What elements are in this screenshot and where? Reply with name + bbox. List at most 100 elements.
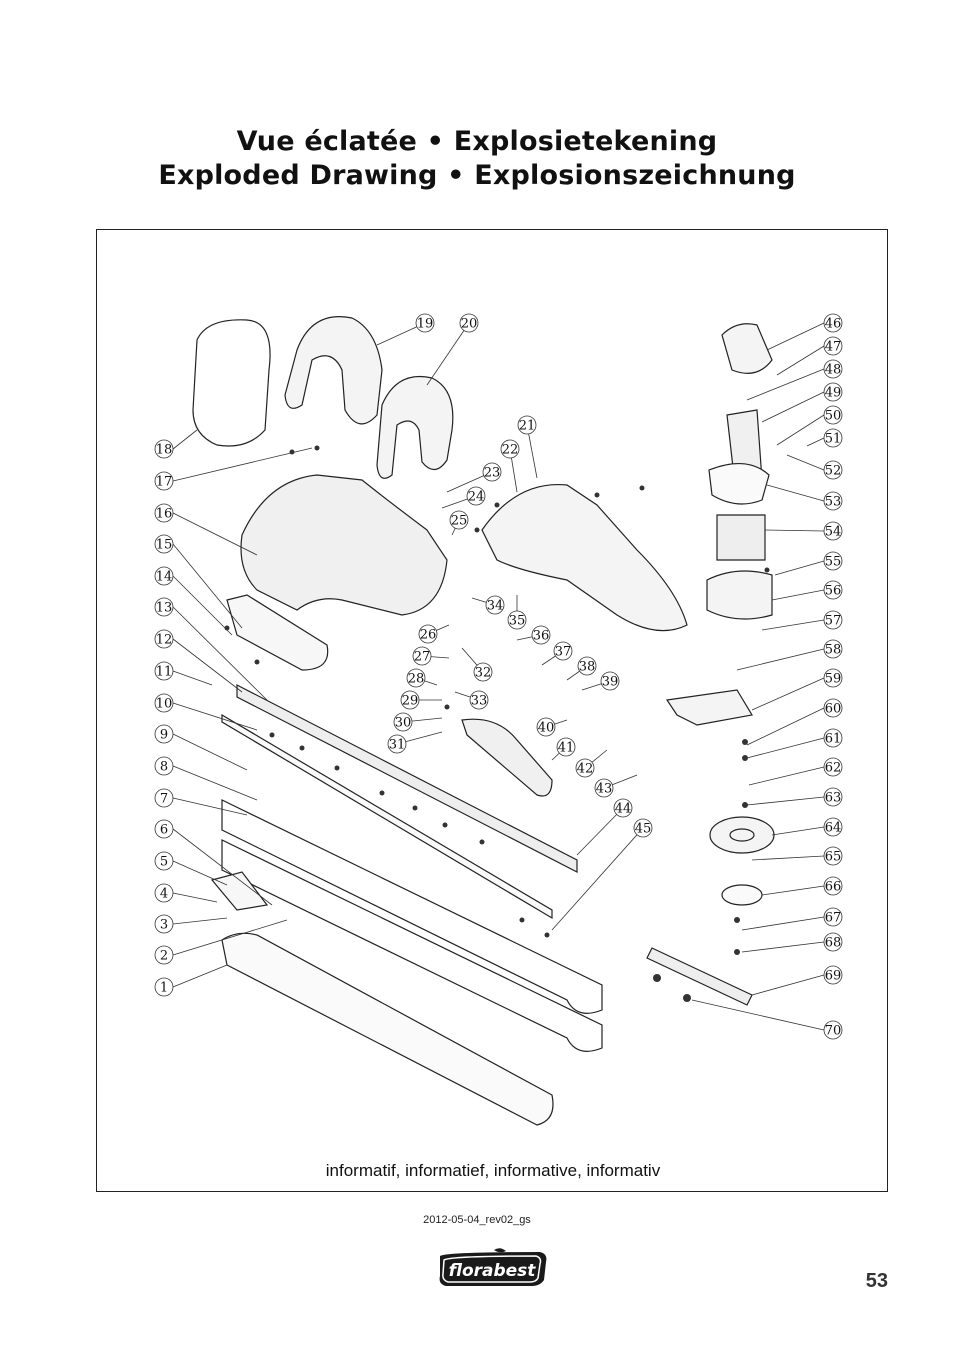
leader-line-47 [776, 345, 825, 376]
guard-shield [192, 319, 271, 447]
leader-line-44 [576, 807, 624, 856]
eccentric [721, 884, 763, 906]
part-number-65: 65 [825, 850, 842, 865]
part-number-circle-24 [466, 486, 486, 506]
part-number-circle-44 [613, 798, 633, 818]
part-number-55: 55 [825, 555, 842, 570]
leader-line-11 [172, 670, 213, 686]
part-number-circle-59 [823, 668, 843, 688]
part-number-64: 64 [825, 821, 842, 836]
part-number-circle-63 [823, 787, 843, 807]
part-number-circle-35 [507, 610, 527, 630]
leader-line-49 [761, 391, 825, 423]
part-number-43: 43 [596, 782, 613, 797]
blade-bar [236, 684, 578, 873]
part-number-circle-10 [154, 693, 174, 713]
leader-line-15 [172, 543, 243, 629]
leader-line-8 [172, 765, 258, 801]
part-number-circle-7 [154, 788, 174, 808]
bottom-cover [226, 594, 329, 671]
leader-line-66 [761, 885, 825, 896]
part-number-circle-38 [577, 656, 597, 676]
leader-line-69 [751, 974, 825, 996]
leader-line-13 [172, 606, 268, 701]
part-number-46: 46 [825, 317, 842, 332]
leader-line-14 [172, 575, 233, 636]
part-number-17: 17 [156, 475, 173, 490]
part-number-circle-67 [823, 907, 843, 927]
part-number-circle-4 [154, 883, 174, 903]
part-number-circle-61 [823, 728, 843, 748]
part-number-circle-5 [154, 851, 174, 871]
part-number-2: 2 [160, 949, 168, 964]
part-number-circle-47 [823, 336, 843, 356]
part-number-16: 16 [156, 507, 173, 522]
part-number-58: 58 [825, 643, 842, 658]
part-number-11: 11 [156, 665, 173, 680]
part-number-37: 37 [555, 645, 572, 660]
leader-line-64 [771, 826, 825, 836]
leader-line-70 [691, 999, 825, 1031]
part-number-circle-16 [154, 503, 174, 523]
part-number-9: 9 [160, 728, 168, 743]
leader-line-60 [746, 707, 825, 746]
part-number-34: 34 [487, 599, 504, 614]
housing-right [481, 483, 688, 632]
housing-left [240, 474, 448, 616]
leader-line-45 [551, 827, 644, 931]
leader-line-52 [786, 454, 825, 471]
part-number-42: 42 [577, 762, 594, 777]
part-number-circle-12 [154, 629, 174, 649]
part-number-circle-53 [823, 491, 843, 511]
part-number-15: 15 [156, 538, 173, 553]
gear-hub [729, 828, 755, 842]
part-number-48: 48 [825, 363, 842, 378]
part-number-circle-9 [154, 724, 174, 744]
part-number-circle-37 [553, 641, 573, 661]
part-number-20: 20 [461, 317, 478, 332]
part-number-45: 45 [635, 822, 652, 837]
part-number-circle-14 [154, 566, 174, 586]
part-number-circle-39 [600, 671, 620, 691]
large-gear [709, 816, 775, 854]
part-number-63: 63 [825, 791, 842, 806]
part-number-32: 32 [475, 666, 492, 681]
part-number-circle-55 [823, 551, 843, 571]
part-number-14: 14 [156, 570, 173, 585]
part-number-circle-52 [823, 460, 843, 480]
part-number-circle-23 [482, 462, 502, 482]
part-number-circle-29 [400, 690, 420, 710]
part-number-12: 12 [156, 633, 173, 648]
handle-rear [376, 375, 454, 479]
part-number-29: 29 [402, 694, 419, 709]
brand-logo: florabest [439, 1248, 547, 1286]
part-number-circle-42 [575, 758, 595, 778]
part-number-circle-60 [823, 698, 843, 718]
part-number-19: 19 [417, 317, 434, 332]
part-number-circle-30 [393, 712, 413, 732]
part-number-6: 6 [160, 823, 168, 838]
leader-line-57 [761, 619, 825, 631]
leader-line-16 [172, 512, 258, 556]
part-number-56: 56 [825, 584, 842, 599]
leader-line-65 [751, 855, 825, 861]
part-number-4: 4 [160, 887, 168, 902]
part-number-53: 53 [825, 495, 842, 510]
part-number-23: 23 [484, 466, 501, 481]
part-number-27: 27 [414, 650, 431, 665]
leader-line-51 [806, 437, 825, 447]
leader-line-53 [766, 484, 825, 502]
page-number: 53 [865, 1270, 888, 1292]
part-number-69: 69 [825, 969, 842, 984]
part-number-circle-11 [154, 661, 174, 681]
part-number-24: 24 [468, 490, 485, 505]
part-number-13: 13 [156, 601, 173, 616]
leader-line-10 [172, 702, 258, 731]
leader-line-62 [748, 766, 825, 786]
part-number-38: 38 [579, 660, 596, 675]
part-number-3: 3 [160, 918, 168, 933]
leader-line-5 [172, 860, 228, 886]
part-number-circle-65 [823, 846, 843, 866]
part-number-circle-68 [823, 932, 843, 952]
part-number-31: 31 [389, 738, 406, 753]
